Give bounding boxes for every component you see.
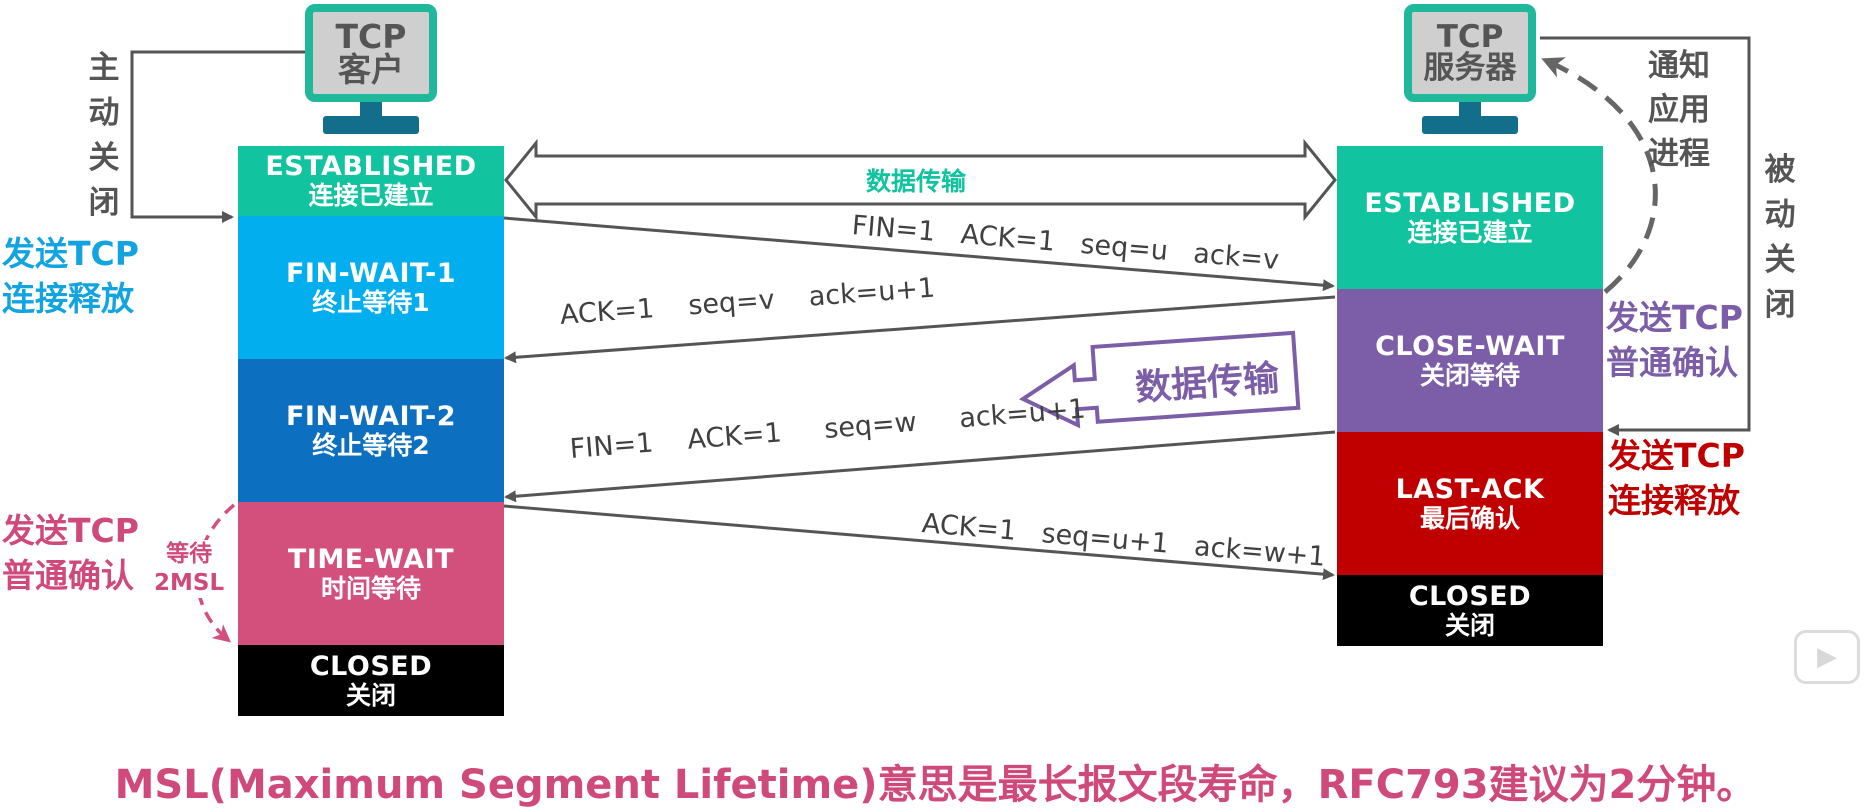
state-name: FIN-WAIT-2 (285, 400, 457, 432)
state-name: TIME-WAIT (287, 543, 455, 575)
server-pc-label-line2: 服务器 (1423, 50, 1517, 86)
server-pc-label-line1: TCP (1436, 19, 1504, 55)
state-name-zh: 终止等待2 (312, 430, 430, 460)
label-line: 等待 (166, 541, 213, 567)
client-state-time-wait: TIME-WAIT 时间等待 (238, 502, 504, 645)
passive-close-char: 闭 (1764, 286, 1796, 323)
notify-app-label: 通知 应用 进程 (1648, 44, 1710, 176)
state-name-zh: 连接已建立 (1407, 217, 1533, 247)
client-state-closed: CLOSED 关闭 (238, 645, 504, 716)
data-transfer-double-arrow (504, 138, 1337, 222)
state-name-zh: 时间等待 (320, 573, 421, 603)
state-name-zh: 关闭等待 (1419, 360, 1520, 390)
msl-footnote: MSL(Maximum Segment Lifetime)意思是最长报文段寿命，… (114, 762, 1757, 808)
data-transfer-top-label: 数据传输 (865, 167, 966, 196)
server-pc-base (1422, 116, 1518, 134)
client-state-fin-wait-1: FIN-WAIT-1 终止等待1 (238, 216, 504, 359)
state-name-zh: 连接已建立 (308, 181, 434, 211)
data-transfer-block-arrow (1018, 330, 1301, 429)
state-name: FIN-WAIT-1 (285, 257, 457, 289)
wait-2msl-label: 等待 2MSL (154, 540, 225, 598)
client-pc-base (323, 116, 419, 134)
server-state-close-wait: CLOSE-WAIT 关闭等待 (1337, 289, 1603, 432)
client-state-established: ESTABLISHED 连接已建立 (238, 146, 504, 216)
state-name: CLOSED (309, 650, 433, 682)
state-name-zh: 关闭 (1444, 610, 1495, 640)
server-state-established: ESTABLISHED 连接已建立 (1337, 146, 1603, 289)
client-send-ack-label: 发送TCP 普通确认 (2, 509, 139, 598)
active-close-char: 闭 (88, 184, 120, 221)
state-name-zh: 终止等待1 (312, 287, 430, 317)
label-line: 发送TCP (2, 511, 139, 550)
active-close-char: 动 (88, 94, 120, 131)
notify-app-line: 通知 (1648, 48, 1710, 84)
server-send-ack-label: 发送TCP 普通确认 (1606, 296, 1743, 385)
state-name: ESTABLISHED (1364, 187, 1576, 219)
client-pc-label-line2: 客户 (338, 50, 404, 89)
state-name: ESTABLISHED (265, 151, 477, 183)
notify-app-line: 应用 (1648, 92, 1710, 129)
fin2-arrow (504, 430, 1336, 503)
passive-close-char: 动 (1764, 196, 1796, 233)
label-line: 普通确认 (1606, 342, 1738, 382)
client-state-fin-wait-2: FIN-WAIT-2 终止等待2 (238, 359, 504, 502)
passive-close-char: 关 (1764, 241, 1796, 278)
label-line: 发送TCP (2, 234, 139, 273)
passive-close-label: 被 动 关 闭 (1760, 148, 1800, 328)
label-line: 连接释放 (2, 278, 134, 318)
server-state-closed: CLOSED 关闭 (1337, 575, 1603, 646)
state-name-zh: 最后确认 (1419, 503, 1520, 533)
server-pc-screen: TCP 服务器 (1404, 4, 1536, 102)
notify-app-dashed-arrow (1541, 57, 1658, 294)
client-send-fin-label: 发送TCP 连接释放 (2, 232, 139, 321)
active-close-char: 关 (88, 139, 120, 176)
label-line: 普通确认 (2, 555, 134, 595)
active-close-char: 主 (88, 50, 120, 86)
state-name: CLOSE-WAIT (1375, 330, 1565, 362)
active-close-label: 主 动 关 闭 (84, 46, 124, 226)
ack1-arrow (504, 295, 1336, 364)
label-line: 2MSL (154, 569, 225, 596)
label-line: 发送TCP (1608, 436, 1745, 475)
ack2-arrow (503, 504, 1335, 581)
server-state-last-ack: LAST-ACK 最后确认 (1337, 432, 1603, 575)
state-name: LAST-ACK (1395, 473, 1545, 505)
active-close-bracket (130, 50, 305, 223)
client-pc-neck (360, 102, 382, 116)
label-line: 连接释放 (1608, 480, 1740, 520)
client-pc-screen: TCP 客户 (305, 4, 437, 102)
notify-app-line: 进程 (1648, 136, 1710, 173)
server-send-fin-label: 发送TCP 连接释放 (1608, 434, 1745, 523)
state-name-zh: 关闭 (345, 680, 396, 710)
fin1-arrow (503, 216, 1335, 292)
client-pc-label-line1: TCP (335, 17, 407, 56)
state-name: CLOSED (1408, 580, 1532, 612)
label-line: 发送TCP (1606, 298, 1743, 337)
passive-close-char: 被 (1764, 152, 1796, 188)
play-icon: ▶ (1794, 630, 1860, 684)
passive-close-bracket (1540, 36, 1751, 436)
server-pc-neck (1459, 102, 1481, 116)
